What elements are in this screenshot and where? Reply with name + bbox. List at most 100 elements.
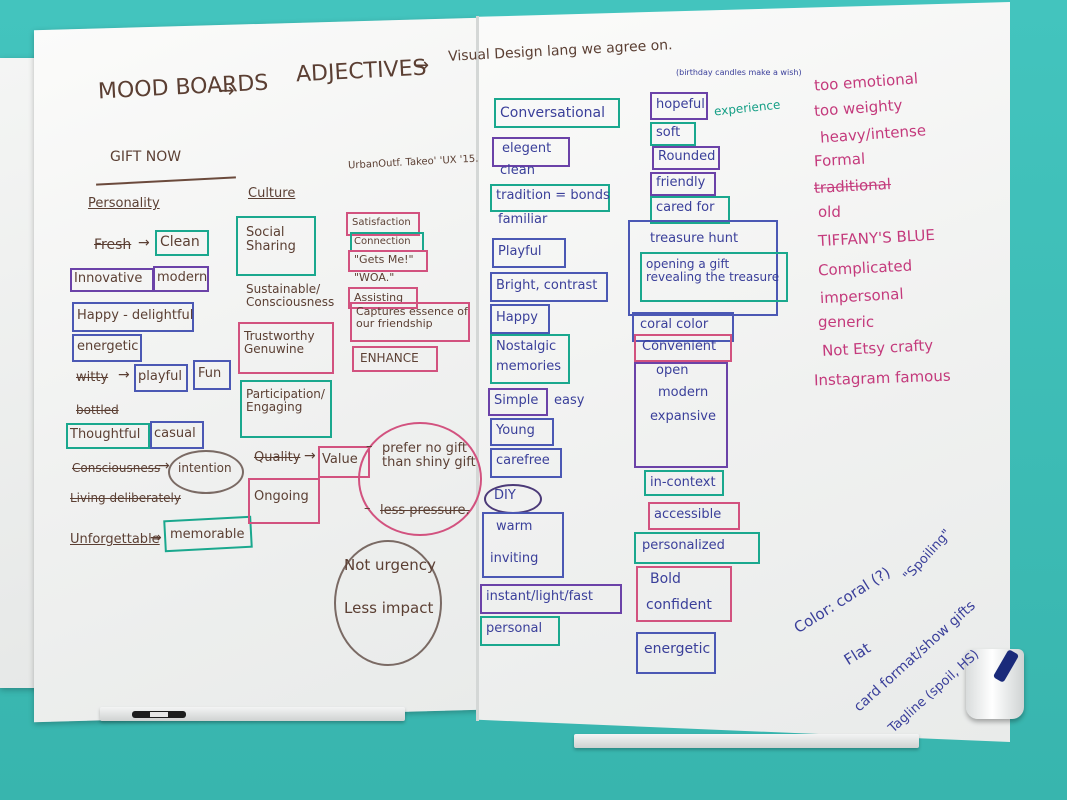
woa-word: "WOA." xyxy=(354,271,395,284)
enhance-box xyxy=(352,346,438,372)
happy-a-word: Happy xyxy=(496,310,538,325)
soft-box xyxy=(650,122,696,146)
opening-word: opening a gift revealing the treasure xyxy=(646,257,780,285)
simple-word: Simple xyxy=(494,393,539,408)
in-context-box xyxy=(644,470,724,496)
birthday-note: (birthday candles make a wish) xyxy=(676,68,802,77)
fun-box xyxy=(193,360,231,390)
social-word: Social Sharing xyxy=(246,225,296,255)
hopeful-word: hopeful xyxy=(656,97,705,112)
intention-word: intention xyxy=(178,461,232,475)
instant-word: instant/light/fast xyxy=(486,589,594,604)
participation-box xyxy=(240,380,332,438)
consciousness-word: Consciousness xyxy=(72,461,161,475)
gets-me-box xyxy=(348,250,428,272)
arrow-consciousness: → xyxy=(158,458,170,474)
assisting-box xyxy=(348,287,418,309)
memorable-word: memorable xyxy=(170,527,245,542)
urgency-circle xyxy=(334,540,442,666)
neg-item-5: traditional xyxy=(813,174,892,198)
satisfaction-word: Satisfaction xyxy=(352,217,411,228)
soft-word: soft xyxy=(656,125,681,140)
clean-word: Clean xyxy=(160,234,200,250)
gift-now-heading: GIFT NOW xyxy=(110,149,182,165)
playful-box xyxy=(134,364,188,392)
tradition-word: tradition = bonds xyxy=(496,188,610,203)
not-urgency-word: Not urgency xyxy=(344,556,436,574)
marker-tray-right xyxy=(574,734,919,748)
connection-word: Connection xyxy=(354,236,411,247)
open-box xyxy=(634,362,728,468)
young-word: Young xyxy=(496,423,535,438)
inviting-word: inviting xyxy=(490,551,539,566)
carefree-word: carefree xyxy=(496,453,550,468)
playful-a-word: Playful xyxy=(498,244,542,259)
energetic-word: energetic xyxy=(77,339,139,354)
expansive-word: expansive xyxy=(650,409,716,424)
friendly-word: friendly xyxy=(656,175,706,190)
conversational-word: Conversational xyxy=(500,105,606,121)
coral-word: coral color xyxy=(640,317,709,332)
convenient-word: Convenient xyxy=(642,339,717,354)
sustainable-word: Sustainable/ Consciousness xyxy=(246,282,335,310)
personal-word: personal xyxy=(486,621,543,636)
bottled-word: bottled xyxy=(76,403,119,417)
modern-box xyxy=(153,266,209,292)
accessible-box xyxy=(648,502,740,530)
unforgettable-word: Unforgettable xyxy=(70,532,160,547)
casual-word: casual xyxy=(154,426,196,441)
treasure-box xyxy=(628,220,778,316)
coral-box xyxy=(632,312,734,342)
fun-word: Fun xyxy=(198,366,222,381)
casual-box xyxy=(150,421,204,449)
intention-circle xyxy=(168,450,244,494)
satisfaction-box xyxy=(346,212,420,236)
marker-icon[interactable] xyxy=(132,711,186,718)
captures-word: Captures essence of our friendship xyxy=(356,305,468,331)
clean-a-word: clean xyxy=(500,163,535,178)
captures-box xyxy=(350,302,470,342)
arrow-unforgettable: → xyxy=(150,530,162,546)
elegent-box xyxy=(492,137,570,167)
arrow-witty: → xyxy=(118,367,130,383)
innovative-word: Innovative xyxy=(74,271,143,286)
neg-item-4: Formal xyxy=(813,149,866,171)
fresh-word: Fresh xyxy=(94,237,132,253)
cared-for-box xyxy=(650,196,730,224)
quality-word: Quality xyxy=(254,450,301,465)
neg-item-10: generic xyxy=(818,313,875,331)
personalized-box xyxy=(634,532,760,564)
rounded-box xyxy=(652,146,720,170)
nostalgic-word: Nostalgic xyxy=(496,339,557,354)
familiar-word: familiar xyxy=(498,212,548,227)
witty-word: witty xyxy=(76,370,109,385)
value-word: Value xyxy=(322,452,358,467)
happy-box xyxy=(72,302,194,332)
energetic-b-word: energetic xyxy=(644,641,711,657)
social-box xyxy=(236,216,316,276)
warm-box xyxy=(482,512,564,578)
trustworthy-word: Trustworthy Genuwine xyxy=(244,329,315,357)
arrow-fresh: → xyxy=(138,235,150,251)
arrow-2: → xyxy=(414,55,430,76)
dash-2: – xyxy=(364,501,371,516)
personal-box xyxy=(480,616,560,646)
clean-box xyxy=(155,230,209,256)
whiteboard-right xyxy=(478,2,1010,742)
hopeful-box xyxy=(650,92,708,120)
friendly-box xyxy=(650,172,716,196)
ongoing-word: Ongoing xyxy=(254,489,309,504)
simple-box xyxy=(488,388,548,416)
happy-word: Happy - delightful xyxy=(77,308,194,323)
trustworthy-box xyxy=(238,322,334,374)
dash-1: – xyxy=(366,439,373,454)
living-word: Living deliberately xyxy=(70,491,181,505)
instant-box xyxy=(480,584,622,614)
rounded-word: Rounded xyxy=(658,149,716,164)
diy-word: DIY xyxy=(494,488,516,503)
memories-word: memories xyxy=(496,359,562,374)
energetic-box xyxy=(72,334,142,362)
tradition-box xyxy=(490,184,610,212)
happy-a-box xyxy=(490,304,550,334)
convenient-box xyxy=(634,334,732,362)
